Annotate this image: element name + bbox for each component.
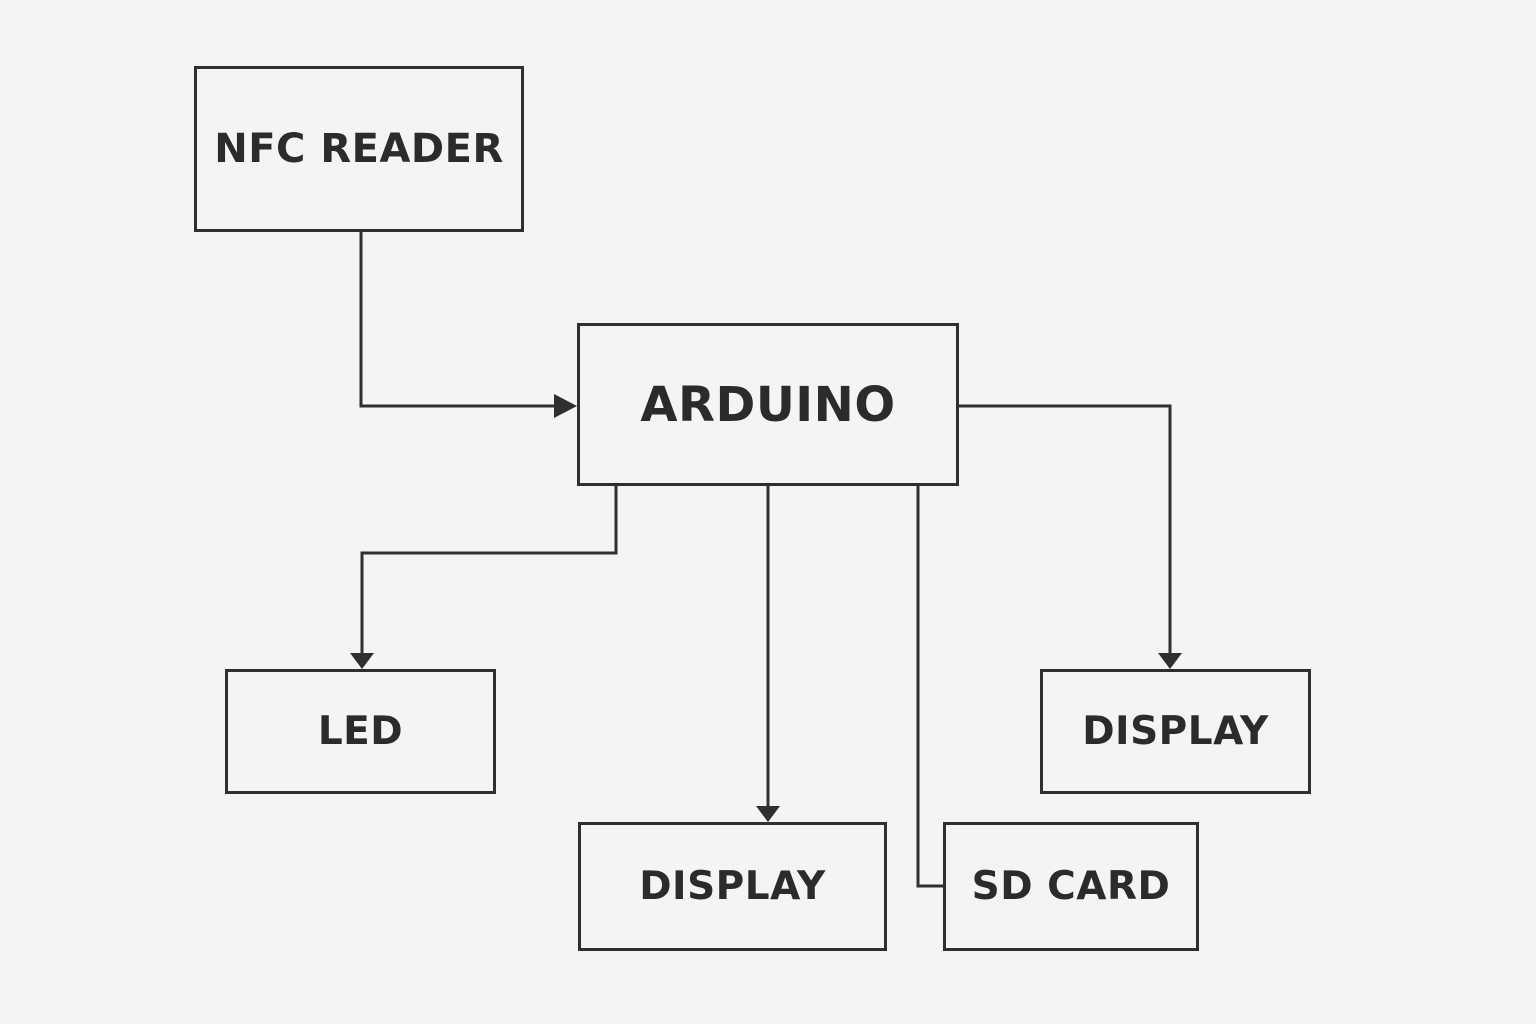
arrowhead-arduino-input [554,394,577,418]
wire-arduino-to-display-right [959,404,1172,655]
wire-arduino-to-led [360,486,618,655]
wire-nfc-to-arduino [359,232,560,408]
wire-arduino-to-sd-card [916,486,943,888]
arrowhead-display-bottom [756,806,780,822]
arrowhead-led [350,653,374,669]
display-bottom-label: DISPLAY [639,864,826,909]
arrowhead-display-right [1158,653,1182,669]
arduino-block: ARDUINO [577,323,959,486]
display-bottom-block: DISPLAY [578,822,887,951]
led-block: LED [225,669,496,794]
display-right-block: DISPLAY [1040,669,1311,794]
sd-card-block: SD CARD [943,822,1199,951]
led-label: LED [317,709,404,754]
display-right-label: DISPLAY [1082,709,1269,754]
nfc-reader-block: NFC READER [194,66,524,232]
nfc-reader-label: NFC READER [214,126,504,172]
arduino-label: ARDUINO [640,376,896,433]
sd-card-label: SD CARD [971,864,1171,909]
